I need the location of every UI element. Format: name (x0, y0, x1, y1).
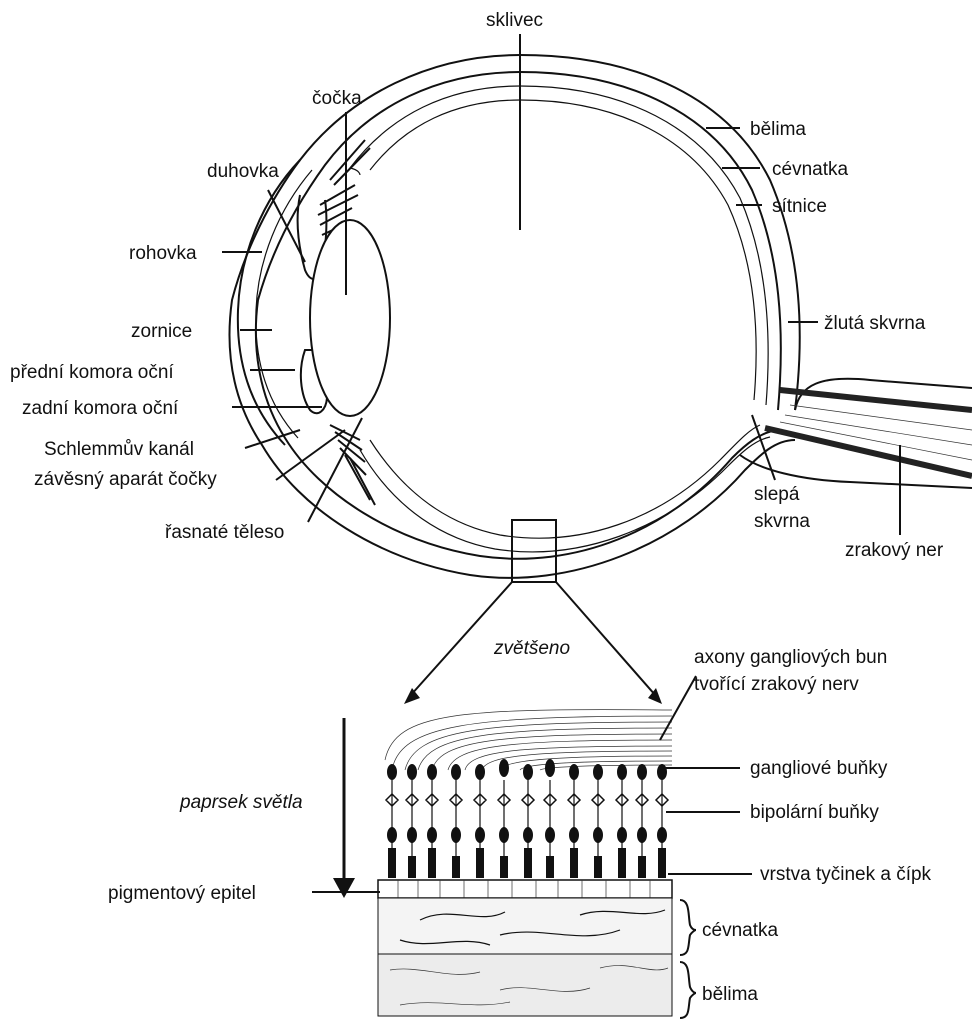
label-belima-detail: bělima (702, 984, 758, 1005)
choroid-layer (350, 86, 768, 405)
label-skvrna: skvrna (754, 511, 810, 532)
label-pigmentovy: pigmentový epitel (108, 883, 256, 904)
label-belima: bělima (750, 119, 806, 140)
magnification-arrows: zvětšeno (404, 582, 662, 704)
label-duhovka: duhovka (207, 161, 279, 182)
label-bipolarni: bipolární buňky (750, 802, 879, 823)
bipolar-nuclei (387, 827, 667, 843)
brace-cevnatka (680, 900, 696, 955)
brace-belima (680, 962, 696, 1018)
ganglion-cells (387, 759, 667, 780)
label-cocka: čočka (312, 88, 362, 109)
label-cevnatka-detail: cévnatka (702, 920, 778, 941)
label-rohovka: rohovka (129, 243, 197, 264)
axon-fibers (385, 710, 672, 770)
label-vrstva: vrstva tyčinek a čípk (760, 864, 932, 885)
cornea (238, 160, 300, 445)
label-zadni-komora: zadní komora oční (22, 398, 179, 419)
label-sklivec: sklivec (486, 10, 543, 31)
bipolar-cells (386, 794, 668, 806)
choroid-lower (360, 437, 770, 552)
label-cevnatka: cévnatka (772, 159, 848, 180)
sclera-detail (378, 954, 672, 1016)
retina-detail (378, 710, 696, 1018)
choroid-detail (378, 898, 672, 954)
optic-nerve-sheath-top (780, 390, 972, 410)
label-zornice: zornice (131, 321, 192, 342)
label-zvetseno: zvětšeno (493, 638, 570, 659)
optic-nerve-sheath-bottom (765, 428, 972, 476)
label-axony-1: axony gangliových bun (694, 647, 887, 668)
rods-and-cones (388, 848, 666, 878)
lens (310, 220, 390, 416)
label-zavesny-aparat: závěsný aparát čočky (34, 469, 217, 490)
label-predni-komora: přední komora oční (10, 362, 174, 383)
label-rasnate-teleso: řasnaté těleso (165, 522, 284, 543)
label-sitnice: sítnice (772, 196, 827, 217)
label-slepa: slepá (754, 484, 800, 505)
retina-lower (370, 425, 760, 538)
label-axony-2: tvořící zrakový nerv (694, 674, 859, 695)
label-gangliove: gangliové buňky (750, 758, 888, 779)
label-schlemmuv-kanal: Schlemmův kanál (44, 439, 194, 460)
label-paprsek: paprsek světla (179, 792, 303, 813)
label-zluta-skvrna: žlutá skvrna (824, 313, 926, 334)
label-zrakovy-nerv: zrakový ner (845, 540, 944, 561)
pigment-epithelium (378, 880, 672, 898)
